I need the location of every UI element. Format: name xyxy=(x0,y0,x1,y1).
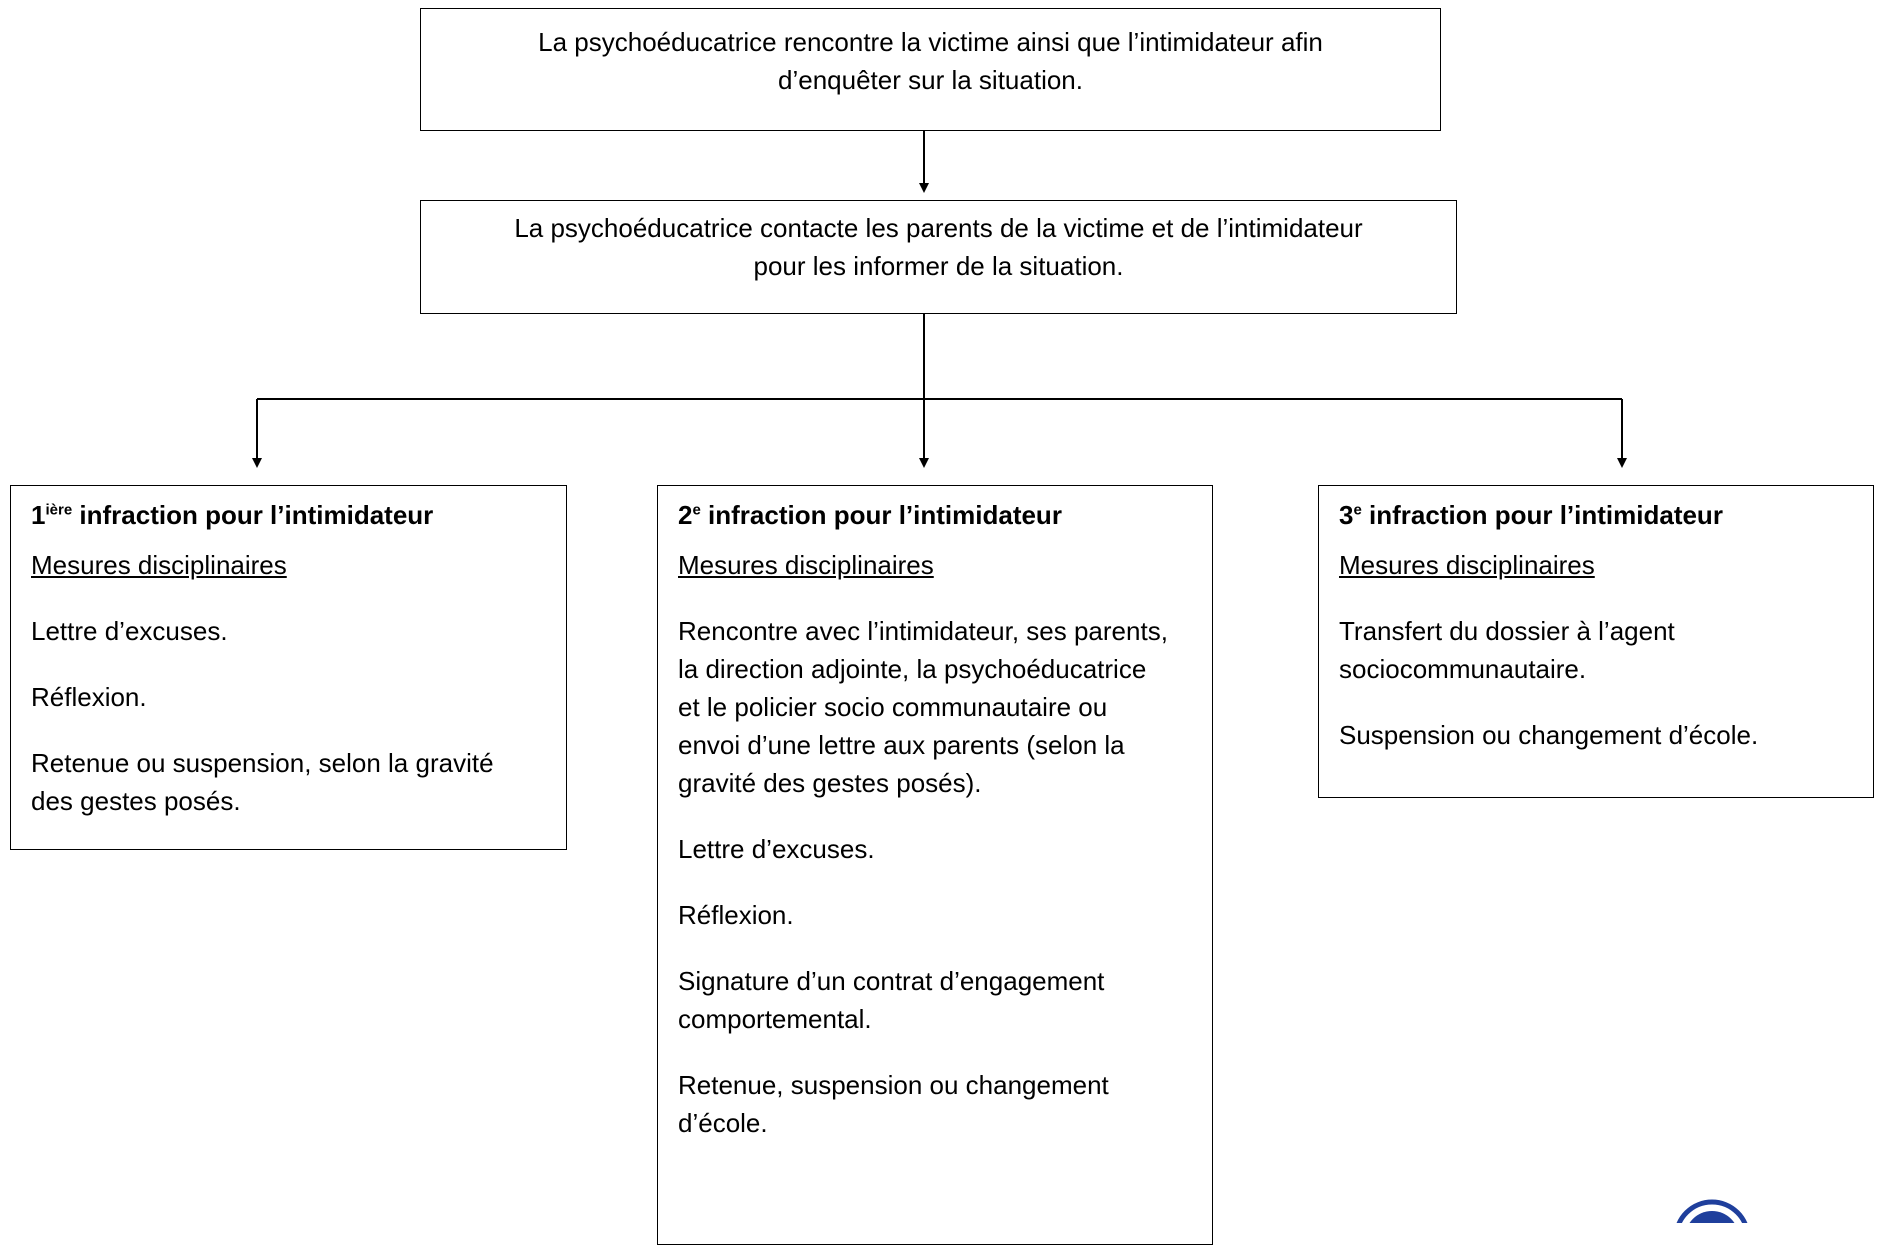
infraction-2-title: 2e infraction pour l’intimidateur xyxy=(678,496,1172,534)
infraction-1-number: 1 xyxy=(31,500,46,530)
infraction-1-item: Retenue ou suspension, selon la gravité … xyxy=(31,748,494,816)
infraction-3-ordinal: e xyxy=(1353,501,1362,519)
infraction-1-item: Lettre d’excuses. xyxy=(31,616,228,646)
infraction-3-item: Suspension ou changement d’école. xyxy=(1339,720,1759,750)
step1-line1: La psychoéducatrice rencontre la victime… xyxy=(538,27,1323,57)
infraction-1-title: 1ière infraction pour l’intimidateur xyxy=(31,496,526,534)
step2-line2: pour les informer de la situation. xyxy=(753,251,1124,281)
infraction-2-item: Signature d’un contrat d’engagement comp… xyxy=(678,966,1105,1034)
infraction-2-number: 2 xyxy=(678,500,693,530)
infraction-2-item: Retenue, suspension ou changement d’écol… xyxy=(678,1070,1109,1138)
step1-box: La psychoéducatrice rencontre la victime… xyxy=(420,8,1441,131)
infraction-1-subhead: Mesures disciplinaires xyxy=(31,550,287,580)
logo-icon xyxy=(1676,1199,1748,1223)
infraction-3-number: 3 xyxy=(1339,500,1354,530)
step1-line2: d’enquêter sur la situation. xyxy=(778,65,1083,95)
infraction-1-ordinal: ière xyxy=(45,501,73,519)
infraction-2-box: 2e infraction pour l’intimidateur Mesure… xyxy=(657,485,1213,1245)
infraction-1-box: 1ière infraction pour l’intimidateur Mes… xyxy=(10,485,567,850)
infraction-2-title-text: infraction pour l’intimidateur xyxy=(700,500,1062,530)
infraction-3-title: 3e infraction pour l’intimidateur xyxy=(1339,496,1833,534)
infraction-2-subhead: Mesures disciplinaires xyxy=(678,550,934,580)
step2-line1: La psychoéducatrice contacte les parents… xyxy=(514,213,1363,243)
infraction-3-item: Transfert du dossier à l’agent sociocomm… xyxy=(1339,616,1675,684)
infraction-3-subhead: Mesures disciplinaires xyxy=(1339,550,1595,580)
infraction-2-item: Rencontre avec l’intimidateur, ses paren… xyxy=(678,616,1168,798)
infraction-3-title-text: infraction pour l’intimidateur xyxy=(1361,500,1723,530)
infraction-1-item: Réflexion. xyxy=(31,682,147,712)
infraction-1-title-text: infraction pour l’intimidateur xyxy=(72,500,434,530)
infraction-2-item: Réflexion. xyxy=(678,900,794,930)
infraction-3-box: 3e infraction pour l’intimidateur Mesure… xyxy=(1318,485,1874,798)
infraction-2-ordinal: e xyxy=(692,501,701,519)
step2-box: La psychoéducatrice contacte les parents… xyxy=(420,200,1457,314)
infraction-2-item: Lettre d’excuses. xyxy=(678,834,875,864)
